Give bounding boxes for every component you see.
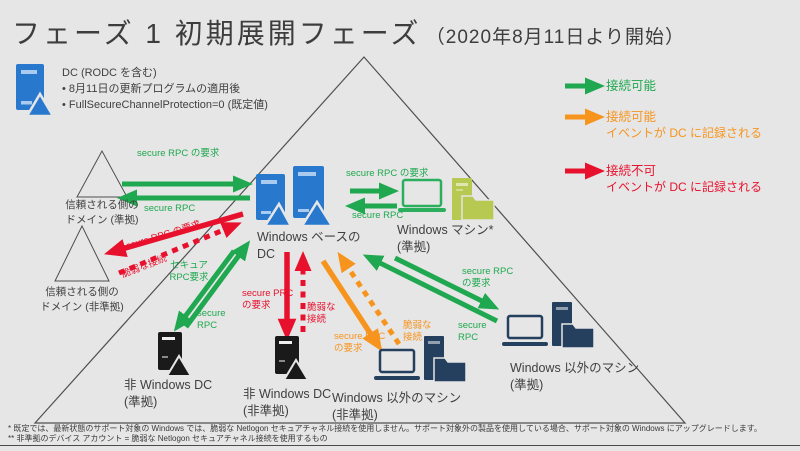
red-dashed-arrow-weak-connection-left — [118, 222, 242, 276]
non-windows-dc-compliant-sub: (準拠) — [124, 394, 158, 409]
trusted-domain-compliant-line1: 信頼される側の — [65, 199, 139, 211]
windows-dc-label-line2: DC — [257, 246, 276, 261]
legend-orange-label: 接続可能 — [606, 110, 657, 124]
label-orange-weak-line2: 接続 — [403, 332, 423, 344]
trusted-domain-compliant-line2: ドメイン (準拠) — [65, 213, 139, 226]
windows-dc-label-line1: Windows ベースの — [257, 230, 361, 244]
windows-machine-label-sub: (準拠) — [397, 239, 431, 254]
non-windows-dc-noncompliant-icon — [275, 336, 309, 381]
non-windows-dc-compliant-icon — [158, 332, 192, 377]
label-orange-request-line2: の要求 — [334, 343, 363, 355]
label-orange-request: secure RPC の要求 — [334, 331, 385, 356]
dc-info-bullet-1: 8月11日の更新プログラムの適用後 — [62, 82, 312, 98]
label-right-green-response: secure RPC — [458, 320, 487, 345]
footnote-2: ** 非準拠のデバイス アカウント = 脆弱な Netlogon セキュアチャネ… — [8, 434, 328, 443]
label-green-diagonal-request-line2: RPC要求 — [169, 272, 209, 284]
trusted-domain-noncompliant-line2: ドメイン (非準拠) — [40, 300, 124, 313]
label-red-vertical-weak: 脆弱な 接続 — [307, 302, 336, 327]
label-right-green-request-line1: secure RPC — [462, 266, 514, 277]
label-orange-request-line1: secure RPC — [334, 331, 386, 342]
dc-info-block: DC (RODC を含む) 8月11日の更新プログラムの適用後 FullSecu… — [62, 66, 312, 114]
orange-arrow-nonwinmachine-request — [320, 259, 383, 352]
non-windows-machine-compliant-icon — [502, 302, 595, 349]
forest-triangle-outline — [33, 56, 687, 424]
label-right-green-response-line2: RPC — [458, 332, 479, 344]
dc-info-heading: DC (RODC を含む) — [62, 67, 157, 79]
label-red-vertical-weak-line1: 脆弱な — [307, 302, 336, 313]
green-arrow-nonwindc-request — [183, 240, 251, 329]
label-right-green-request: secure RPC の要求 — [462, 266, 513, 291]
trusted-domain-compliant-triangle — [76, 149, 128, 198]
label-red-vertical-request: secure PRC の要求 — [242, 288, 293, 313]
label-green-diagonal-response: secure RPC — [197, 308, 226, 333]
green-arrow-nonwinmachine-response — [362, 254, 499, 324]
legend-orange-sub: イベントが DC に記録される — [606, 126, 763, 140]
windows-machine-icon — [398, 178, 495, 221]
non-windows-machine-compliant-main: Windows 以外のマシン — [510, 361, 640, 375]
label-green-diagonal-request: セキュア RPC要求 — [160, 260, 218, 285]
green-arrow-nonwindc-response — [173, 249, 237, 332]
trusted-domain-noncompliant-line1: 信頼される側の — [45, 286, 119, 298]
non-windows-dc-compliant-label: 非 Windows DC (準拠) — [124, 377, 212, 411]
label-red-vertical-request-line2: の要求 — [242, 300, 271, 312]
label-trusted-response: secure RPC — [144, 203, 196, 214]
legend-red-sub: イベントが DC に記録される — [606, 180, 763, 194]
trusted-domain-noncompliant-label: 信頼される側の ドメイン (非準拠) — [20, 285, 144, 314]
footer-divider — [0, 445, 800, 446]
label-red-vertical-weak-line2: 接続 — [307, 314, 327, 326]
footnote-1: * 既定では、最新状態のサポート対象の Windows では、脆弱な Netlo… — [8, 424, 762, 433]
label-green-diagonal-request-line1: セキュア — [170, 260, 208, 271]
non-windows-machine-noncompliant-icon — [374, 336, 467, 383]
page-title-main: フェーズ 1 初期展開フェーズ — [12, 18, 422, 49]
label-red-vertical-request-line1: secure PRC — [242, 288, 294, 299]
legend-red-label: 接続不可 — [606, 164, 657, 178]
non-windows-machine-compliant-label: Windows 以外のマシン (準拠) — [510, 360, 639, 394]
non-windows-machine-compliant-sub: (準拠) — [510, 377, 544, 392]
label-green-diagonal-response-line2: RPC — [197, 320, 218, 332]
non-windows-dc-noncompliant-sub: (非準拠) — [243, 403, 289, 418]
red-arrow-trusted-noncompliant-request — [104, 211, 244, 258]
windows-dc-icon — [256, 166, 335, 228]
windows-machine-label: Windows マシン* (準拠) — [397, 222, 494, 256]
non-windows-dc-noncompliant-main: 非 Windows DC — [243, 387, 332, 401]
non-windows-dc-noncompliant-label: 非 Windows DC (非準拠) — [243, 386, 331, 420]
label-right-green-request-line2: の要求 — [462, 278, 491, 290]
label-orange-weak: 脆弱な 接続 — [403, 320, 432, 345]
non-windows-machine-noncompliant-sub: (非準拠) — [332, 407, 378, 422]
dc-info-bullet-2: FullSecureChannelProtection=0 (既定値) — [62, 98, 312, 114]
legend-green-label: 接続可能 — [606, 79, 657, 93]
page-title-sub: （2020年8月11日より開始） — [425, 27, 685, 48]
label-orange-weak-line1: 脆弱な — [403, 320, 432, 331]
windows-dc-label: Windows ベースの DC — [257, 229, 361, 263]
label-winmachine-response: secure RPC — [352, 210, 404, 221]
dc-server-icon — [16, 64, 54, 118]
non-windows-dc-compliant-main: 非 Windows DC — [124, 378, 213, 392]
label-trusted-request: secure RPC の要求 — [137, 148, 220, 159]
label-right-green-response-line1: secure — [458, 320, 487, 331]
green-arrow-nonwinmachine-request — [393, 255, 500, 310]
trusted-domain-noncompliant-triangle — [54, 224, 110, 282]
trusted-domain-compliant-label: 信頼される側の ドメイン (準拠) — [42, 198, 162, 227]
non-windows-machine-noncompliant-main: Windows 以外のマシン — [332, 391, 462, 405]
page-title: フェーズ 1 初期展開フェーズ （2020年8月11日より開始） — [12, 12, 685, 52]
windows-machine-label-main: Windows マシン* — [397, 223, 494, 237]
label-winmachine-request: secure RPC の要求 — [346, 168, 429, 179]
non-windows-machine-noncompliant-label: Windows 以外のマシン (非準拠) — [332, 390, 461, 424]
orange-dashed-arrow-weak-connection — [337, 251, 402, 346]
label-green-diagonal-response-line1: secure — [197, 308, 226, 319]
